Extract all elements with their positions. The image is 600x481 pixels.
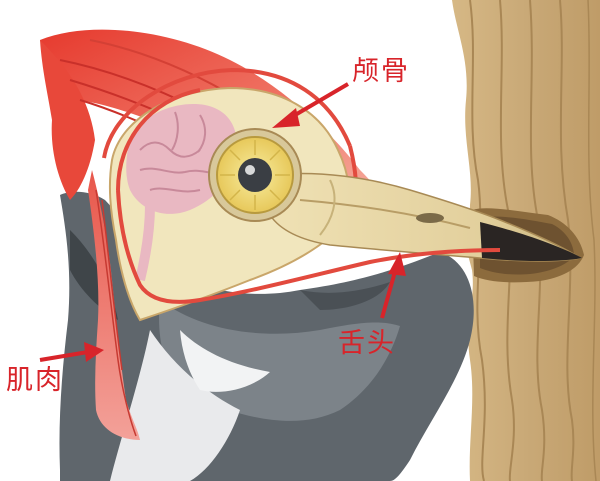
brain (126, 104, 237, 282)
beak (269, 172, 582, 262)
label-tongue: 舌头 (338, 328, 396, 359)
arrow-icon (39, 82, 406, 362)
label-skull: 颅骨 (352, 56, 410, 87)
eye (208, 128, 302, 222)
hyoid-tongue (116, 88, 501, 304)
neck-muscle (88, 170, 140, 440)
label-muscle: 肌肉 (6, 365, 64, 396)
